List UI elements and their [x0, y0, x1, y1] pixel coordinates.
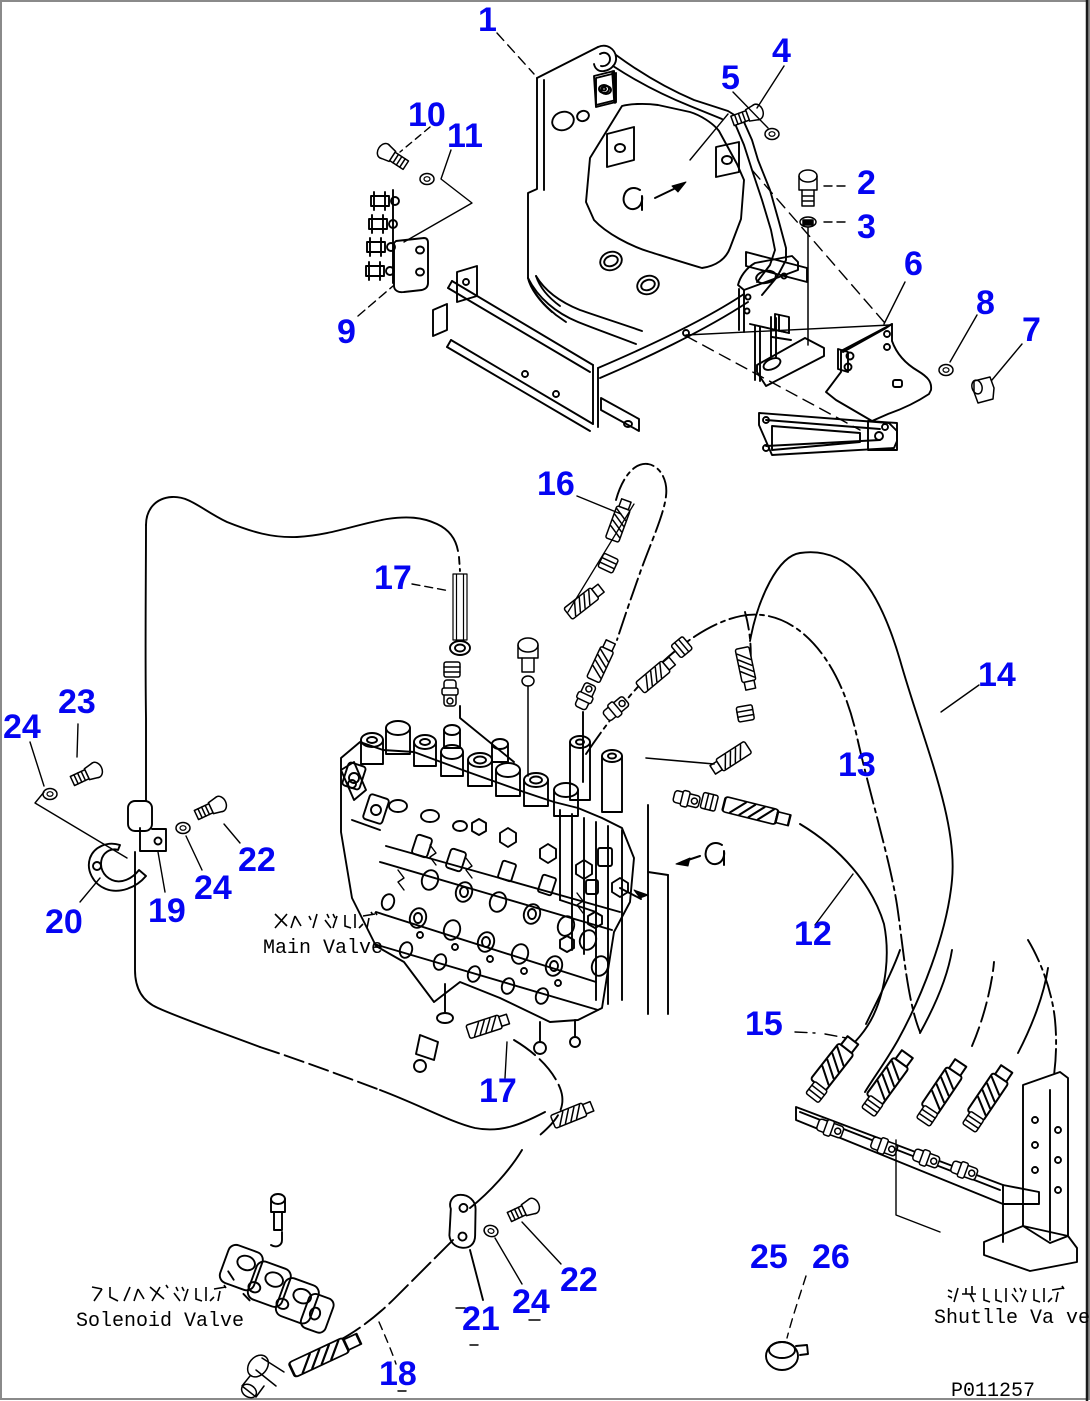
- svg-text:16: 16: [537, 465, 575, 503]
- svg-text:11: 11: [447, 117, 483, 155]
- svg-text:19: 19: [148, 892, 186, 930]
- svg-text:26: 26: [812, 1238, 850, 1276]
- svg-text:24: 24: [3, 708, 41, 746]
- svg-text:22: 22: [238, 841, 276, 879]
- svg-text:10: 10: [408, 96, 446, 134]
- svg-text:Shutlle Va ve: Shutlle Va ve: [934, 1307, 1090, 1330]
- svg-text:4: 4: [772, 32, 791, 70]
- svg-text:21: 21: [462, 1300, 500, 1338]
- svg-text:7: 7: [1022, 311, 1041, 349]
- svg-text:24: 24: [194, 869, 232, 907]
- svg-text:17: 17: [374, 559, 412, 597]
- svg-text:Main Valve: Main Valve: [263, 937, 383, 960]
- svg-text:2: 2: [857, 164, 876, 202]
- svg-text:6: 6: [904, 245, 923, 283]
- svg-text:12: 12: [794, 915, 832, 953]
- svg-text:P011257: P011257: [951, 1380, 1035, 1401]
- svg-text:8: 8: [976, 284, 995, 322]
- svg-text:13: 13: [838, 746, 876, 784]
- svg-text:17: 17: [479, 1072, 517, 1110]
- svg-text:5: 5: [721, 59, 740, 97]
- svg-text:18: 18: [379, 1355, 417, 1393]
- svg-text:25: 25: [750, 1238, 788, 1276]
- svg-text:23: 23: [58, 683, 96, 721]
- svg-text:22: 22: [560, 1261, 598, 1299]
- svg-text:Solenoid Valve: Solenoid Valve: [76, 1310, 244, 1333]
- svg-text:9: 9: [337, 313, 356, 351]
- svg-text:14: 14: [978, 656, 1016, 694]
- svg-text:15: 15: [745, 1005, 783, 1043]
- svg-text:3: 3: [857, 208, 876, 246]
- svg-text:1: 1: [478, 1, 497, 39]
- svg-text:20: 20: [45, 903, 83, 941]
- svg-text:24: 24: [512, 1283, 550, 1321]
